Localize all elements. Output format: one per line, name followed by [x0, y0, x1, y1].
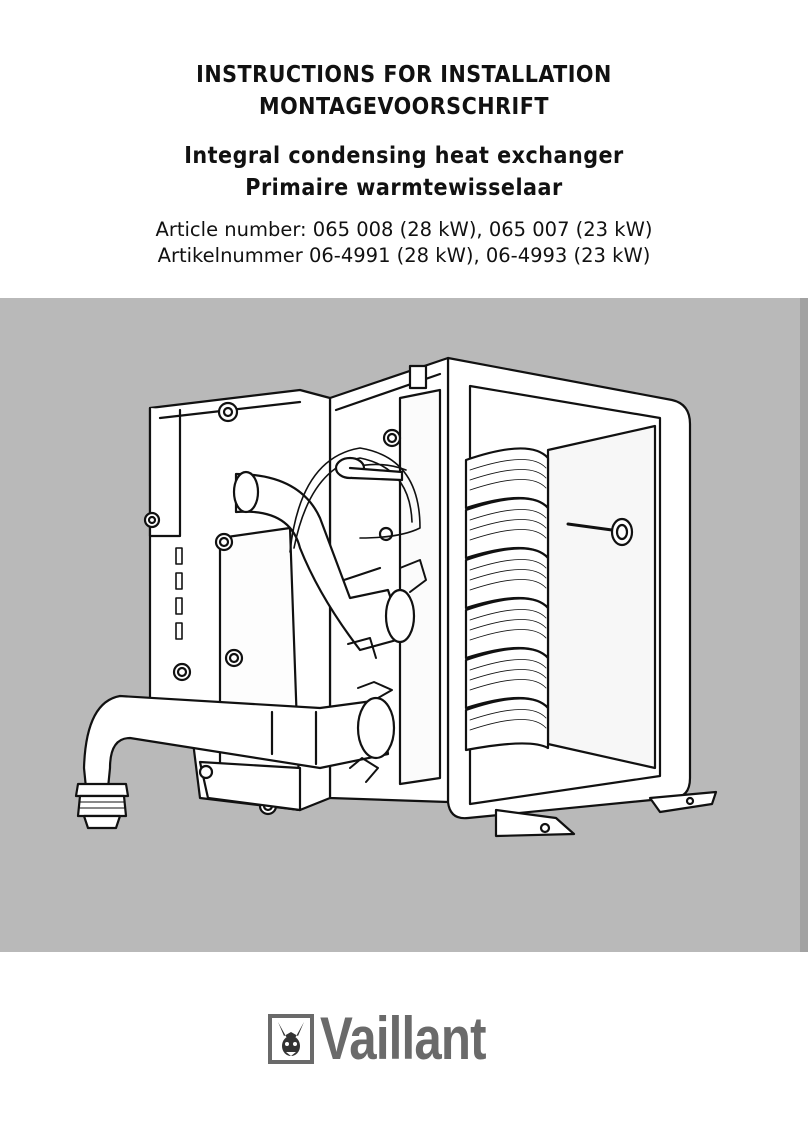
article-number-dutch: Artikelnummer 06-4991 (28 kW), 06-4993 (… — [157, 244, 651, 267]
heat-exchanger-illustration — [74, 356, 718, 838]
brand-name: Vaillant — [320, 1005, 487, 1072]
product-name-english: Integral condensing heat exchanger — [184, 143, 624, 169]
vaillant-logo — [268, 1014, 314, 1064]
illustration-panel-edge — [800, 298, 808, 952]
product-name-dutch: Primaire warmtewisselaar — [245, 175, 563, 201]
hare-logo-icon — [268, 1014, 314, 1064]
title-dutch: MONTAGEVOORSCHRIFT — [259, 94, 549, 120]
title-english: INSTRUCTIONS FOR INSTALLATION — [196, 62, 612, 88]
article-number-english: Article number: 065 008 (28 kW), 065 007… — [155, 218, 653, 241]
